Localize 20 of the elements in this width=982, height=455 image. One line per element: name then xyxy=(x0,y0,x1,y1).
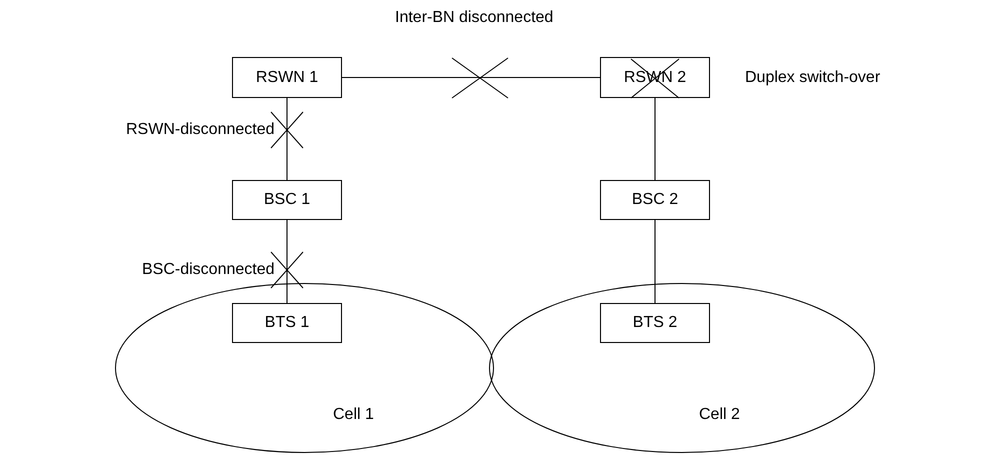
cell-label: Cell 2 xyxy=(699,405,740,424)
cell-ellipse xyxy=(489,283,875,453)
node-box xyxy=(232,303,342,343)
connector-line xyxy=(286,220,288,304)
cell-ellipse xyxy=(115,283,494,453)
node-label: BTS 1 xyxy=(264,314,310,332)
cell-label: Cell 1 xyxy=(333,405,374,424)
connector-line xyxy=(342,77,600,78)
connector-line xyxy=(654,98,656,180)
node-box xyxy=(600,303,710,343)
node-label: RSWN 1 xyxy=(256,68,318,86)
node-label: BSC 1 xyxy=(264,191,310,209)
node-box xyxy=(600,180,710,220)
node-label: BSC 2 xyxy=(632,191,678,209)
connector-line xyxy=(654,220,656,304)
node-box xyxy=(232,180,342,220)
connector-line xyxy=(286,98,288,180)
node-box xyxy=(232,57,342,98)
beside-label: Duplex switch-over xyxy=(745,68,880,88)
node-label: BTS 2 xyxy=(632,314,678,332)
